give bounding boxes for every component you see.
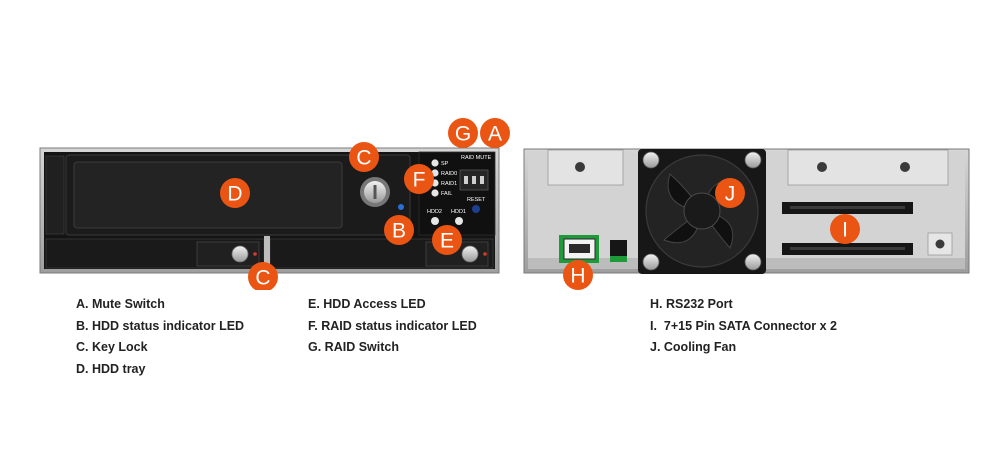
mount-bracket-left [547, 149, 624, 186]
raid-switch-knob [464, 176, 468, 184]
legend-column-2: E. HDD Access LED F. RAID status indicat… [308, 294, 477, 359]
callout-b: B [384, 215, 414, 245]
key-lock-icon[interactable] [231, 245, 249, 263]
svg-text:J: J [725, 183, 736, 206]
raid-led-fail [431, 189, 439, 197]
hdd-status-led [398, 204, 404, 210]
legend-item-f: F. RAID status indicator LED [308, 318, 477, 333]
fan-screw-icon [642, 253, 660, 271]
svg-text:I: I [842, 219, 848, 242]
svg-text:F: F [413, 169, 426, 192]
svg-text:H: H [570, 265, 585, 288]
reset-button[interactable] [472, 205, 480, 213]
hdd1-access-led [455, 217, 463, 225]
legend-item-a: A. Mute Switch [76, 297, 165, 311]
callouts: G A C F D B E C [220, 118, 860, 290]
bay-led-right [483, 252, 487, 256]
legend-item-e: E. HDD Access LED [308, 297, 426, 311]
product-diagram: RAID MUTE SP RAID0 RAID1 FAIL RESET HDD2… [39, 118, 970, 290]
hdd-tray-handle [73, 161, 343, 229]
aux-connector-board [610, 256, 627, 262]
callout-a: A [480, 118, 510, 148]
legend-item-i: I. 7+15 Pin SATA Connector x 2 [650, 318, 837, 333]
legend-item-g: G. RAID Switch [308, 340, 399, 354]
hdd2-label: HDD2 [427, 209, 442, 215]
rs232-port-slot [569, 244, 590, 253]
raid-mute-label: RAID MUTE [461, 155, 492, 161]
legend-column-1: A. Mute Switch B. HDD status indicator L… [76, 294, 244, 380]
sata-pin-strip [790, 247, 905, 250]
legend-item-b: B. HDD status indicator LED [76, 318, 245, 333]
key-slot [373, 185, 377, 199]
legend-column-3: H. RS232 Port I. 7+15 Pin SATA Connector… [650, 294, 837, 359]
screw-hole-icon [817, 162, 827, 172]
callout-h: H [563, 260, 593, 290]
svg-text:B: B [392, 220, 406, 243]
screw-hole-icon [935, 239, 945, 249]
callout-c-upper: C [349, 142, 379, 172]
fan-screw-icon [642, 151, 660, 169]
sata-pin-strip [790, 206, 905, 209]
key-lock-icon[interactable] [461, 245, 479, 263]
svg-text:E: E [440, 230, 454, 253]
fan-hub [683, 192, 721, 230]
bay-latch-left [196, 241, 260, 267]
led-label-sp: SP [441, 161, 449, 167]
hdd1-label: HDD1 [451, 209, 466, 215]
svg-text:D: D [227, 183, 242, 206]
bay-divider [264, 236, 270, 270]
mount-bracket-right [787, 149, 949, 186]
rear-view [523, 148, 970, 274]
svg-text:C: C [255, 267, 270, 290]
legend-item-d: D. HDD tray [76, 361, 146, 376]
hdd2-access-led [431, 217, 439, 225]
aux-connector [610, 240, 627, 256]
callout-i: I [830, 214, 860, 244]
callout-j: J [715, 178, 745, 208]
svg-text:A: A [488, 123, 502, 146]
svg-text:C: C [356, 147, 371, 170]
callout-g: G [448, 118, 478, 148]
fan-screw-icon [744, 253, 762, 271]
led-label-raid1: RAID1 [441, 181, 457, 187]
front-view: RAID MUTE SP RAID0 RAID1 FAIL RESET HDD2… [39, 147, 500, 274]
led-label-raid0: RAID0 [441, 171, 457, 177]
legend-item-h: H. RS232 Port [650, 297, 733, 311]
legend-item-j: J. Cooling Fan [650, 340, 737, 354]
led-label-fail: FAIL [441, 191, 452, 197]
callout-d: D [220, 178, 250, 208]
svg-text:G: G [455, 123, 471, 146]
hdd-tray-edge [45, 155, 65, 235]
screw-hole-icon [575, 162, 585, 172]
raid-switch-knob [480, 176, 484, 184]
callout-c-lower: C [248, 262, 278, 290]
raid-led-sp [431, 159, 439, 167]
callout-e: E [432, 225, 462, 255]
screw-hole-icon [900, 162, 910, 172]
callout-f: F [404, 164, 434, 194]
raid-switch-knob [472, 176, 476, 184]
bay-led-left [253, 252, 257, 256]
fan-screw-icon [744, 151, 762, 169]
legend-item-c: C. Key Lock [76, 340, 148, 354]
reset-label: RESET [467, 197, 486, 203]
